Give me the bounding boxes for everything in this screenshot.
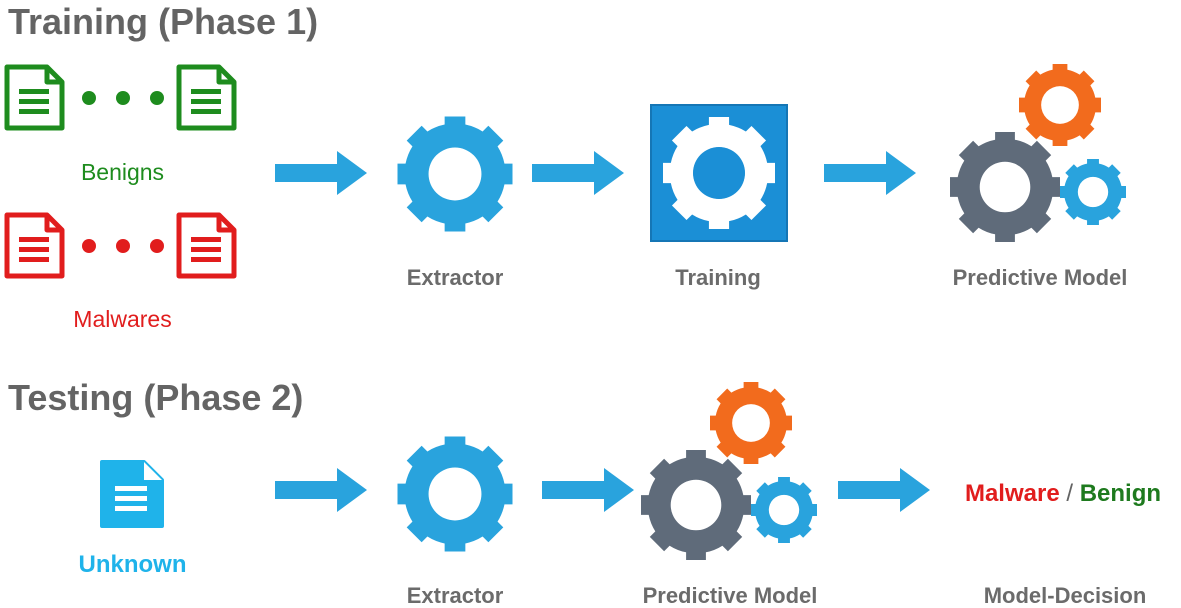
unknown-document-icon [100,460,164,528]
document-icon [176,64,237,131]
malwares-label: Malwares [73,306,172,332]
training-gear-icon [650,104,788,242]
document-icon [176,212,237,279]
extractor-label: Extractor [406,265,504,290]
unknown-label: Unknown [78,551,187,578]
extractor-gear-icon [397,436,513,552]
training-phase-title: Training (Phase 1) [8,1,319,42]
ellipsis-dots [82,239,164,253]
arrow-right-icon [532,151,624,195]
model-decision-output: Malware / Benign [945,482,1181,506]
testing-phase-title: Testing (Phase 2) [8,377,304,418]
predictive-model-label-testing: Predictive Model [642,583,818,608]
extractor-label-testing: Extractor [406,583,504,608]
decision-separator: / [1059,480,1080,507]
predictive-model-label: Predictive Model [952,265,1128,290]
benign-documents [4,64,237,131]
arrow-right-icon [275,468,367,512]
training-label: Training [675,265,761,290]
document-icon [4,212,65,279]
predictive-model-gears-icon [950,64,1126,242]
arrow-right-icon [824,151,916,195]
document-icon [4,64,65,131]
arrow-right-icon [838,468,930,512]
benigns-label: Benigns [80,159,165,185]
extractor-gear-icon [397,116,513,232]
model-decision-label: Model-Decision [983,583,1147,608]
predictive-model-gears-icon [641,382,817,560]
malware-documents [4,212,237,279]
decision-benign: Benign [1079,480,1162,507]
arrow-right-icon [542,468,634,512]
decision-malware: Malware [964,480,1060,507]
ellipsis-dots [82,91,164,105]
arrow-right-icon [275,151,367,195]
